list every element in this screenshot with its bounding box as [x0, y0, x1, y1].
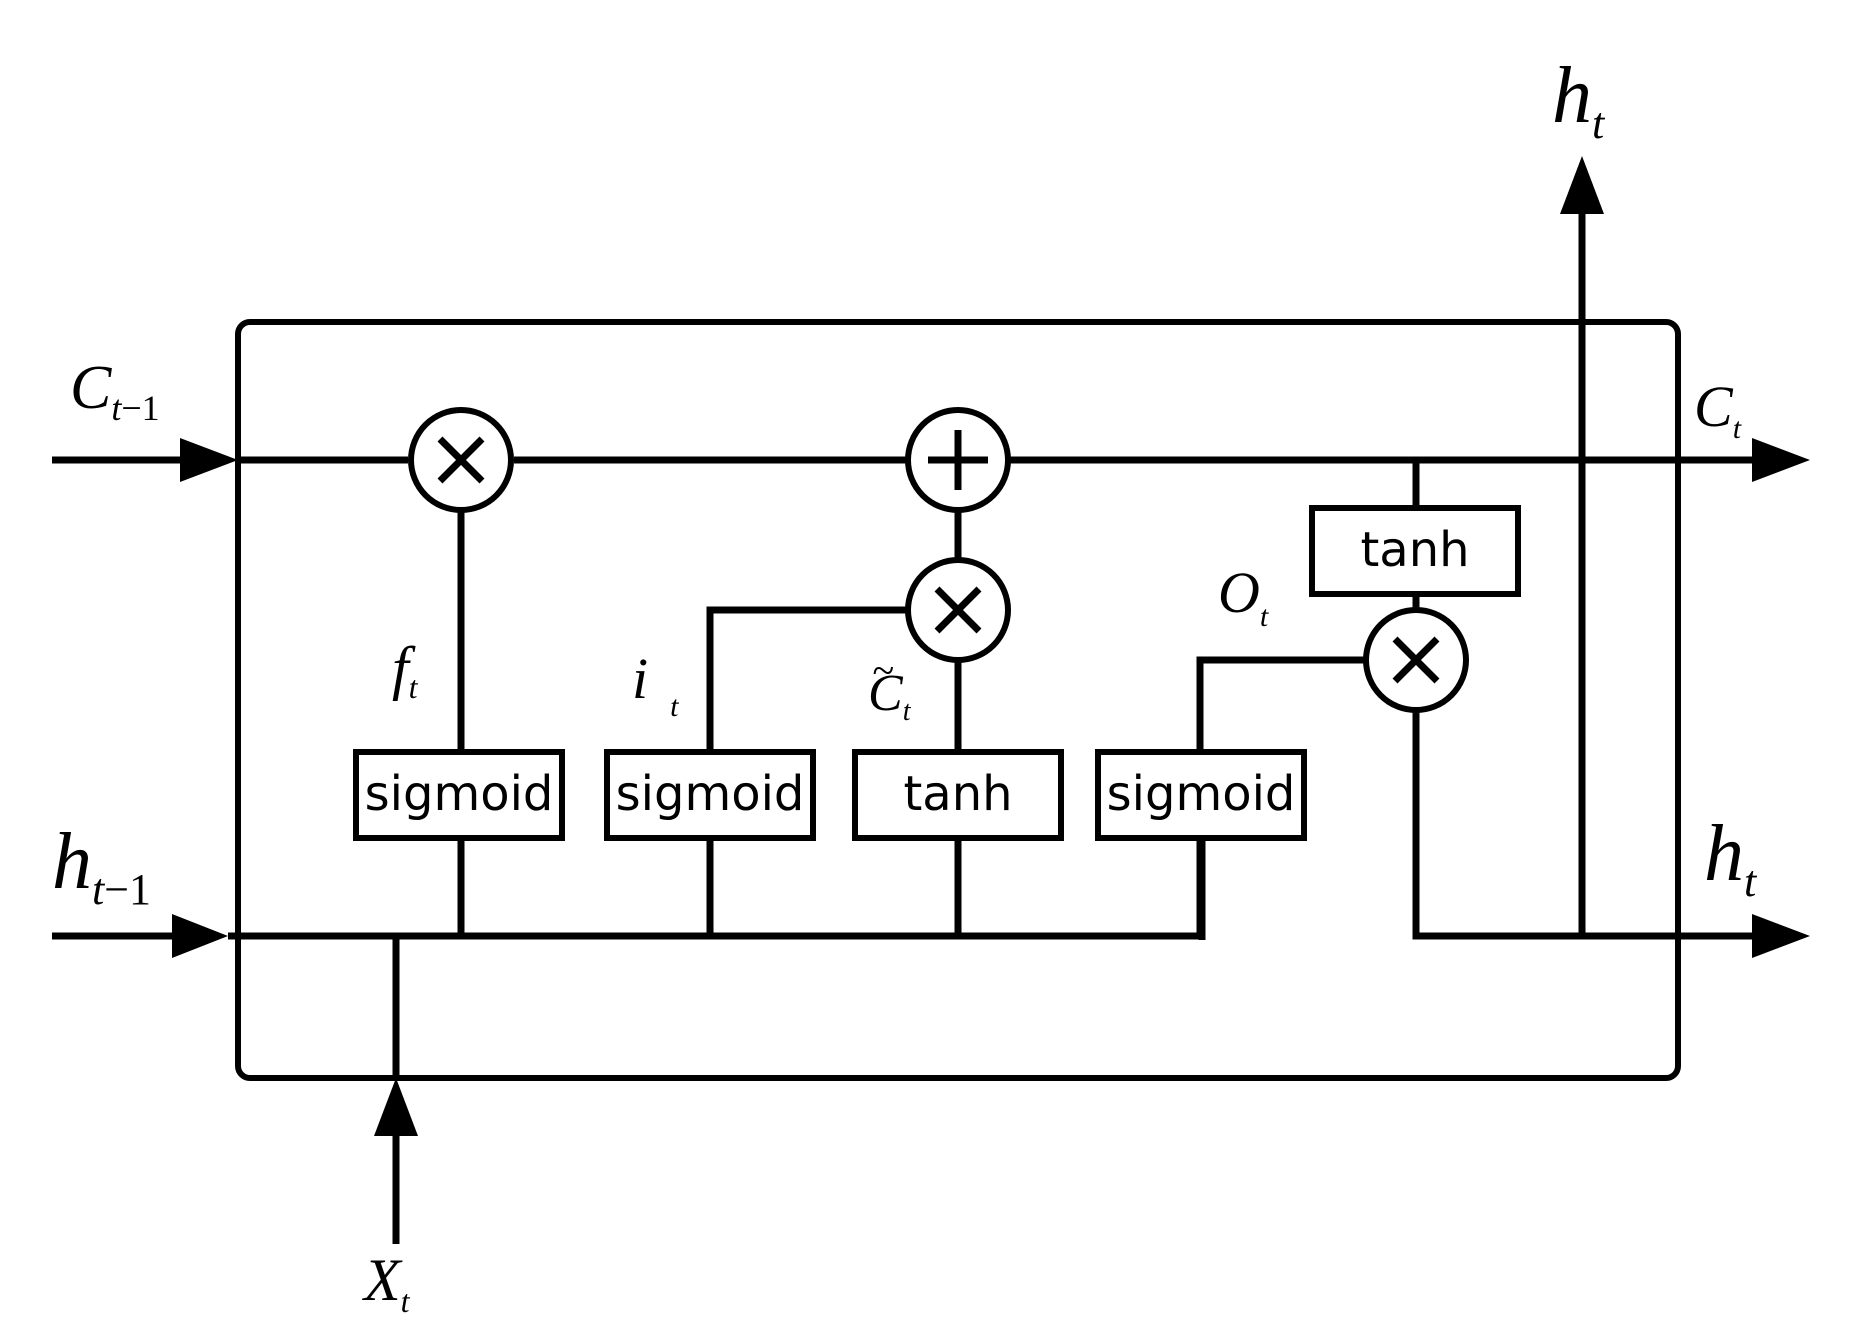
hidden-input-arrowhead — [172, 914, 228, 958]
input-gate-box — [604, 749, 816, 841]
forget-gate-box — [353, 749, 565, 841]
hidden-prev-label: ht−1 — [52, 818, 151, 914]
multiply-icon — [408, 407, 514, 513]
plus-icon — [905, 407, 1011, 513]
multiply-icon — [1363, 607, 1469, 713]
cell-state-output-arrowhead — [1752, 438, 1810, 482]
candidate-symbol-accent: ~ — [872, 648, 894, 693]
hidden-output-line — [1412, 710, 1770, 940]
forget-symbol: ft — [392, 635, 419, 705]
output-gate-line — [1196, 656, 1364, 752]
multiply-icon — [905, 557, 1011, 663]
forget-gate-label: sigmoid — [365, 766, 554, 822]
input-label: Xt — [362, 1247, 411, 1319]
input-gate-line — [706, 606, 906, 752]
cell-prev-label: Ct−1 — [70, 354, 160, 428]
cell-tanh-label: tanh — [1360, 522, 1469, 578]
candidate-symbol: Ct — [868, 665, 912, 727]
cell-frame — [235, 319, 1681, 1081]
cell-state-input-arrowhead — [180, 438, 238, 482]
input-gate-label: sigmoid — [616, 766, 805, 822]
hidden-output-arrowhead — [1752, 914, 1810, 958]
candidate-gate-box — [852, 749, 1064, 841]
cell-tanh-box — [1309, 505, 1521, 597]
output-gate-symbol: Ot — [1218, 560, 1269, 633]
hidden-up-arrowhead — [1560, 156, 1604, 214]
cell-out-label: Ct — [1694, 374, 1742, 445]
hidden-out-right-label: ht — [1704, 810, 1758, 906]
xt-input-arrowhead — [374, 1078, 418, 1136]
output-gate-box — [1095, 749, 1307, 841]
hidden-out-top-label: ht — [1552, 52, 1606, 148]
candidate-gate-label: tanh — [903, 766, 1012, 822]
output-gate-label: sigmoid — [1107, 766, 1296, 822]
